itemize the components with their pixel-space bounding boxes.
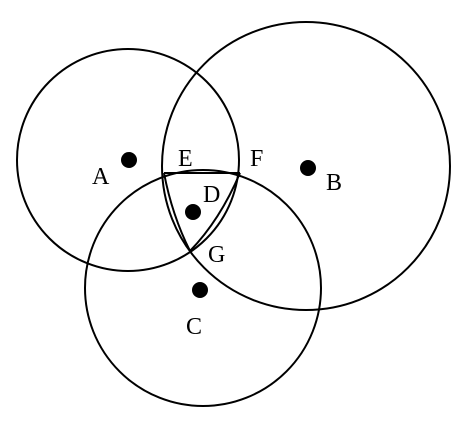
label-f: F bbox=[250, 146, 263, 172]
circle-a bbox=[16, 48, 240, 272]
circle-b bbox=[161, 21, 451, 311]
point-a-dot bbox=[121, 152, 137, 168]
label-g: G bbox=[208, 242, 225, 268]
label-a: A bbox=[92, 164, 110, 190]
triangle-edge-eg bbox=[163, 172, 191, 252]
point-d-dot bbox=[185, 204, 201, 220]
point-b-dot bbox=[300, 160, 316, 176]
label-d: D bbox=[203, 182, 220, 208]
point-c-dot bbox=[192, 282, 208, 298]
label-c: C bbox=[186, 314, 202, 340]
label-e: E bbox=[178, 146, 193, 172]
circle-c bbox=[84, 169, 322, 407]
triangle-edge-fg bbox=[189, 172, 241, 252]
label-b: B bbox=[326, 170, 342, 196]
